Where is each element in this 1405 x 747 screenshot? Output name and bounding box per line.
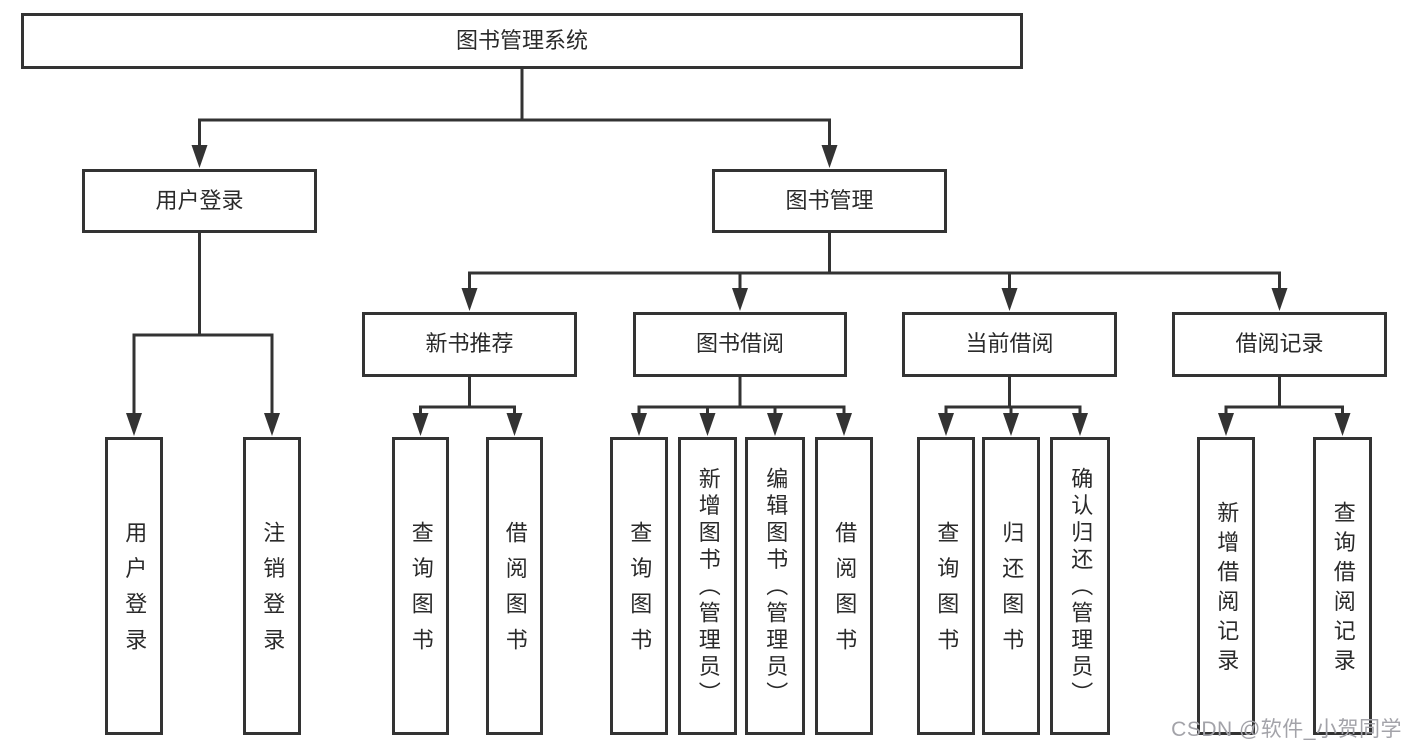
- node-leaf-return: 归还图书: [982, 437, 1040, 735]
- arrowhead-icon: [264, 413, 280, 436]
- node-label-leaf-add-rec: 新增借阅记录: [1214, 500, 1240, 678]
- arrowhead-icon: [767, 413, 783, 436]
- arrowhead-icon: [732, 288, 748, 311]
- arrowhead-icon: [1218, 413, 1234, 436]
- node-book-borrow: 图书借阅: [633, 312, 847, 377]
- node-label-book-mgmt: 图书管理: [785, 187, 874, 213]
- node-current-borrow: 当前借阅: [902, 312, 1117, 377]
- arrowhead-icon: [631, 413, 647, 436]
- node-label-new-book-rec: 新书推荐: [425, 331, 514, 357]
- node-leaf-logout: 注销登录: [243, 437, 301, 735]
- node-leaf-query-1: 查询图书: [392, 437, 449, 735]
- node-leaf-confirm: 确认归还（管理员）: [1050, 437, 1110, 735]
- node-label-leaf-query-1: 查询图书: [408, 520, 434, 664]
- node-label-leaf-confirm: 确认归还（管理员）: [1068, 467, 1094, 709]
- node-label-leaf-borrow-1: 借阅图书: [502, 520, 528, 664]
- node-leaf-edit-book: 编辑图书（管理员）: [745, 437, 805, 735]
- node-label-leaf-borrow-2: 借阅图书: [832, 520, 858, 664]
- arrowhead-icon: [1072, 413, 1088, 436]
- arrowhead-icon: [191, 145, 208, 168]
- node-label-leaf-user-login: 用户登录: [122, 520, 148, 664]
- node-leaf-add-book: 新增图书（管理员）: [678, 437, 737, 735]
- arrowhead-icon: [506, 413, 523, 436]
- arrowhead-icon: [1271, 288, 1288, 311]
- arrowhead-icon: [412, 413, 429, 436]
- node-root: 图书管理系统: [21, 13, 1023, 69]
- arrowhead-icon: [461, 288, 478, 311]
- watermark: CSDN @软件_小贺同学: [1171, 718, 1402, 741]
- node-borrow-records: 借阅记录: [1172, 312, 1387, 377]
- node-leaf-borrow-1: 借阅图书: [486, 437, 543, 735]
- node-new-book-rec: 新书推荐: [362, 312, 577, 377]
- node-label-leaf-query-rec: 查询借阅记录: [1330, 500, 1356, 678]
- node-leaf-add-rec: 新增借阅记录: [1197, 437, 1255, 735]
- node-label-borrow-records: 借阅记录: [1235, 331, 1324, 357]
- node-label-leaf-query-3: 查询图书: [934, 520, 960, 664]
- arrowhead-icon: [699, 413, 716, 436]
- node-label-book-borrow: 图书借阅: [695, 331, 784, 357]
- arrowhead-icon: [1003, 413, 1019, 436]
- node-user-login: 用户登录: [82, 169, 317, 233]
- node-label-leaf-query-2: 查询图书: [627, 520, 653, 664]
- node-leaf-borrow-2: 借阅图书: [815, 437, 873, 735]
- node-label-leaf-add-book: 新增图书（管理员）: [695, 467, 721, 709]
- node-leaf-query-rec: 查询借阅记录: [1313, 437, 1372, 735]
- node-leaf-query-3: 查询图书: [917, 437, 975, 735]
- arrowhead-icon: [821, 145, 838, 168]
- arrowhead-icon: [938, 413, 954, 436]
- node-label-root: 图书管理系统: [455, 27, 588, 53]
- arrowhead-icon: [1334, 413, 1351, 436]
- node-leaf-user-login: 用户登录: [105, 437, 163, 735]
- arrowhead-icon: [126, 413, 142, 436]
- node-label-current-borrow: 当前借阅: [965, 331, 1054, 357]
- node-label-user-login: 用户登录: [155, 187, 244, 213]
- arrowhead-icon: [836, 413, 852, 436]
- arrowhead-icon: [1001, 288, 1018, 311]
- node-book-mgmt: 图书管理: [712, 169, 947, 233]
- node-label-leaf-logout: 注销登录: [260, 520, 286, 664]
- node-leaf-query-2: 查询图书: [610, 437, 668, 735]
- node-label-leaf-edit-book: 编辑图书（管理员）: [763, 467, 789, 709]
- node-label-leaf-return: 归还图书: [999, 520, 1025, 664]
